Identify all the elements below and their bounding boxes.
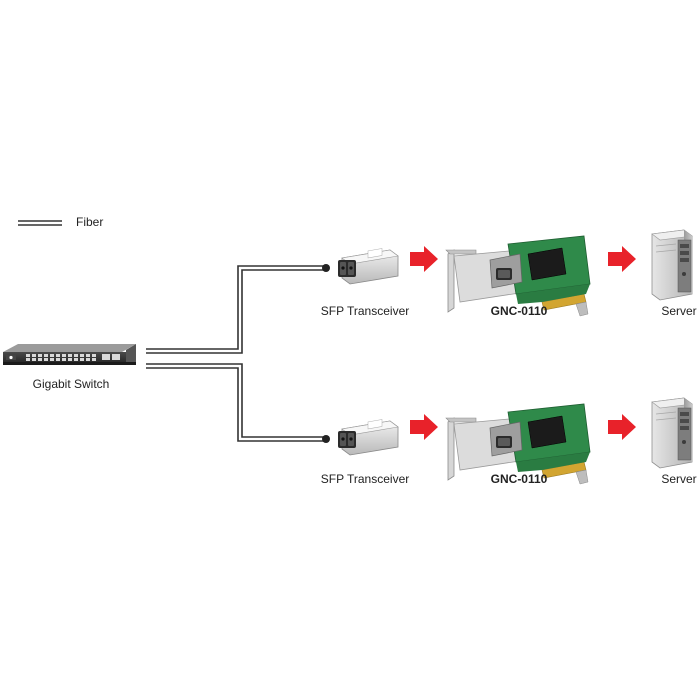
fiber-link-top [146,265,326,354]
connection-dot-bottom [322,435,330,443]
card-label-bottom: GNC-0110 [490,472,548,486]
server-label-top: Server [661,304,697,318]
arrow-right-icon [410,246,438,272]
card-label-top: GNC-0110 [490,304,548,318]
legend-fiber-line [18,220,62,226]
legend-fiber-label: Fiber [76,215,104,229]
server-icon [651,397,693,469]
sfp-transceiver-icon [337,418,399,456]
arrow-right-icon [608,414,636,440]
server-icon [651,229,693,301]
switch-label: Gigabit Switch [32,377,110,391]
fiber-link-bottom [146,363,326,442]
arrow-right-icon [410,414,438,440]
server-label-bottom: Server [661,472,697,486]
transceiver-label-bottom: SFP Transceiver [320,472,410,486]
switch-icon [3,344,136,365]
connection-dot-top [322,264,330,272]
arrow-right-icon [608,246,636,272]
sfp-transceiver-icon [337,247,399,285]
transceiver-label-top: SFP Transceiver [320,304,410,318]
